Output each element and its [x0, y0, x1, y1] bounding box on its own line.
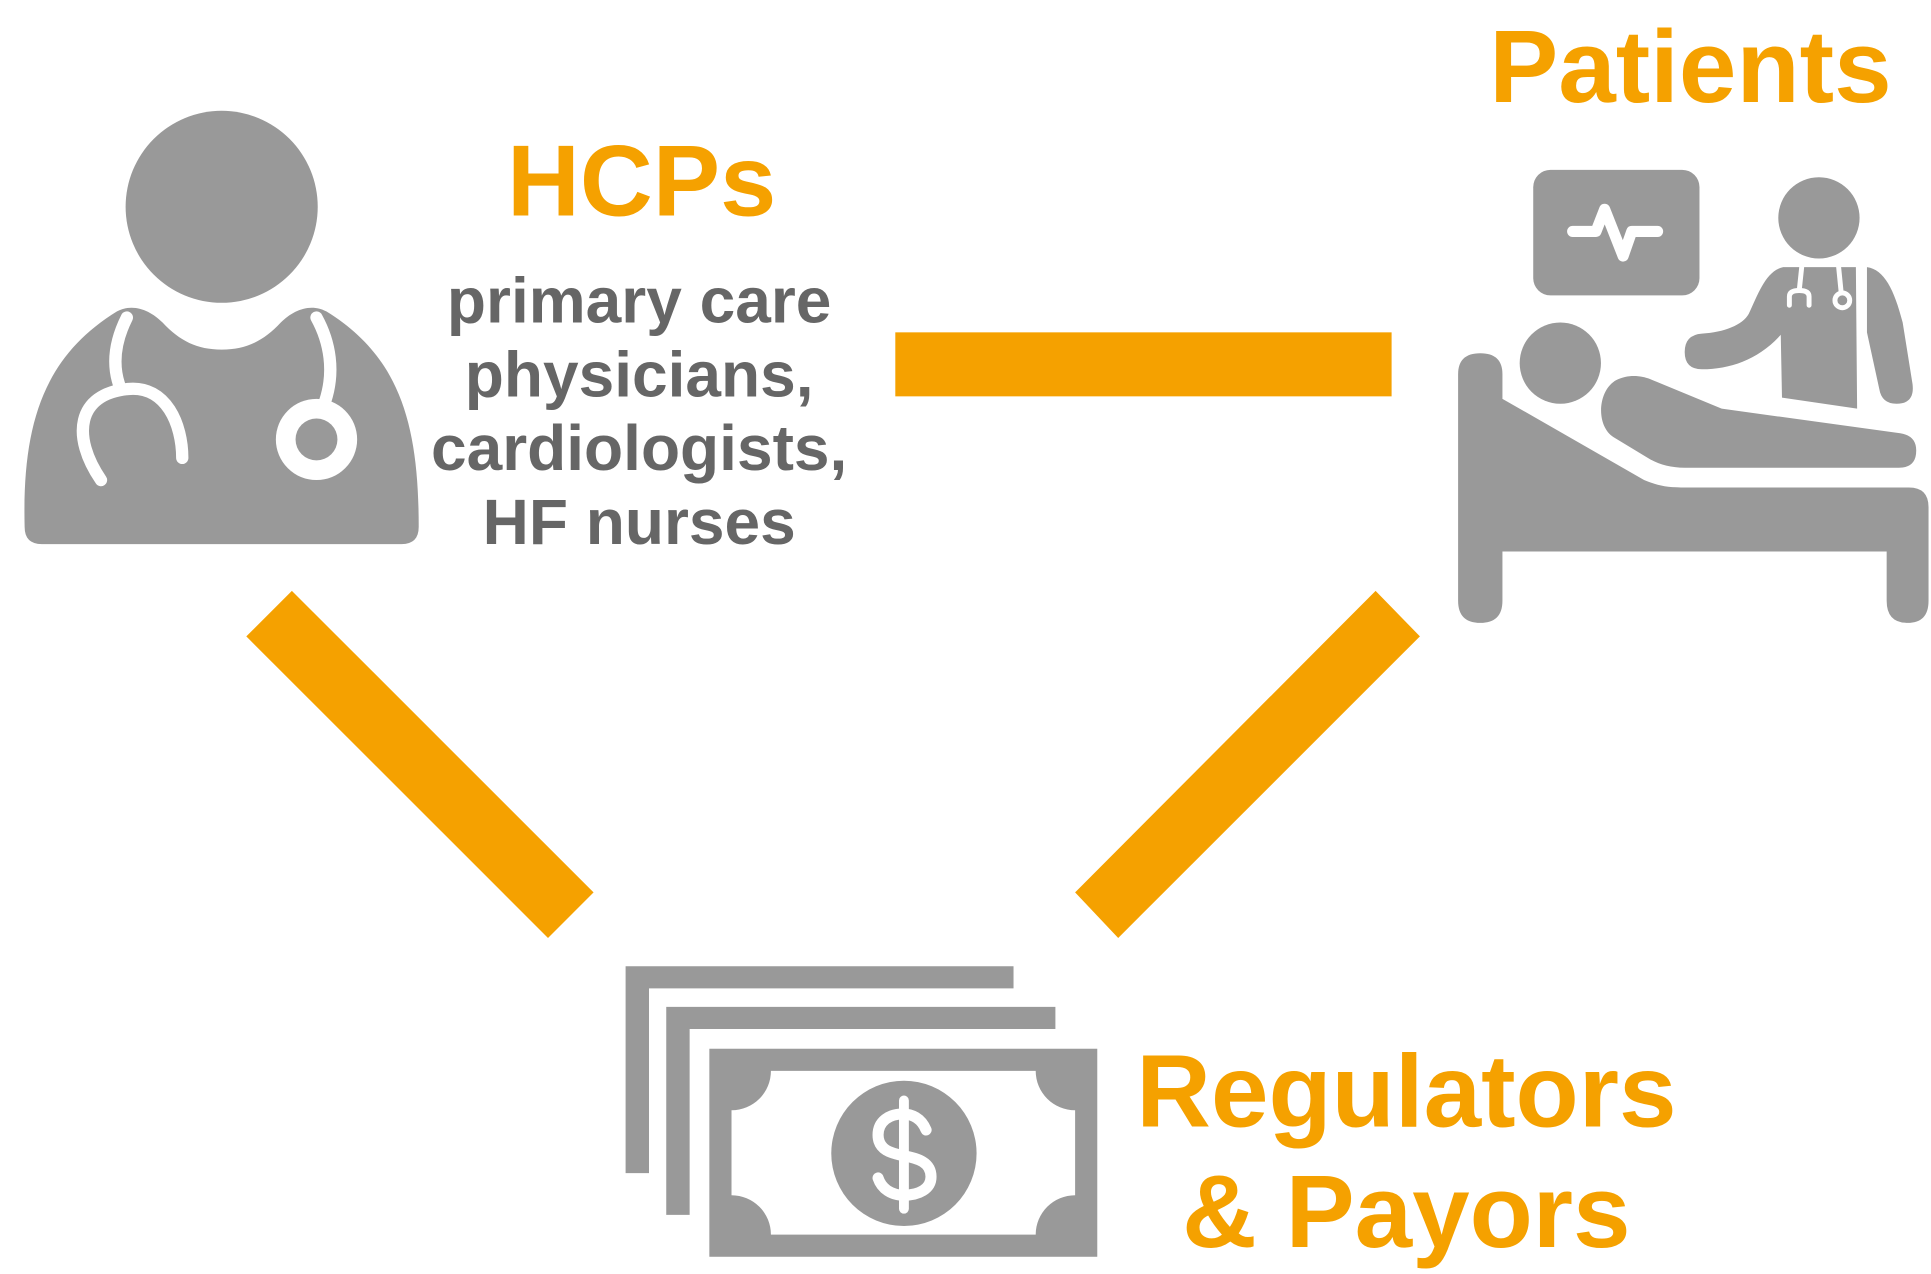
nurse-arm — [1866, 267, 1913, 404]
hcps-description-line: cardiologists, — [431, 412, 847, 484]
connector-hcps-patients — [895, 332, 1392, 397]
bill-front — [709, 1048, 1098, 1257]
patient-hospital-bed-icon — [1458, 169, 1929, 623]
connector-hcps-regulators — [246, 590, 594, 938]
stethoscope-icon — [76, 311, 358, 487]
nurse-stethoscope-icon — [1786, 264, 1853, 311]
doctor-body — [24, 307, 419, 545]
regulators-title-line: & Payors — [1182, 1153, 1630, 1269]
patients-title: Patients — [1489, 8, 1891, 124]
regulators-title-line: Regulators — [1136, 1032, 1676, 1148]
doctor-head — [125, 110, 318, 303]
patient-head — [1519, 322, 1601, 404]
nurse-body — [1684, 267, 1858, 409]
dollar-icon — [872, 1095, 937, 1214]
doctor-stethoscope-icon — [24, 110, 419, 545]
hcps-title: HCPs — [507, 125, 776, 237]
hcps-description-line: HF nurses — [483, 486, 796, 558]
hcps-description-line: primary care — [447, 265, 831, 337]
nurse-icon — [1684, 177, 1913, 409]
hcps-description-line: physicians, — [465, 338, 814, 410]
patient-body — [1601, 376, 1917, 468]
heart-monitor-icon — [1533, 169, 1700, 296]
hcps-description: primary care physicians, cardiologists, … — [431, 265, 847, 559]
money-bills-icon — [625, 966, 1098, 1257]
patient-figure — [1519, 322, 1917, 468]
bill-back — [625, 966, 1014, 1174]
bill-middle — [666, 1006, 1056, 1215]
nurse-head — [1778, 177, 1860, 259]
connector-patients-regulators — [1075, 590, 1420, 938]
hospital-bed — [1458, 353, 1929, 623]
regulators-title: Regulators & Payors — [1136, 1032, 1676, 1269]
